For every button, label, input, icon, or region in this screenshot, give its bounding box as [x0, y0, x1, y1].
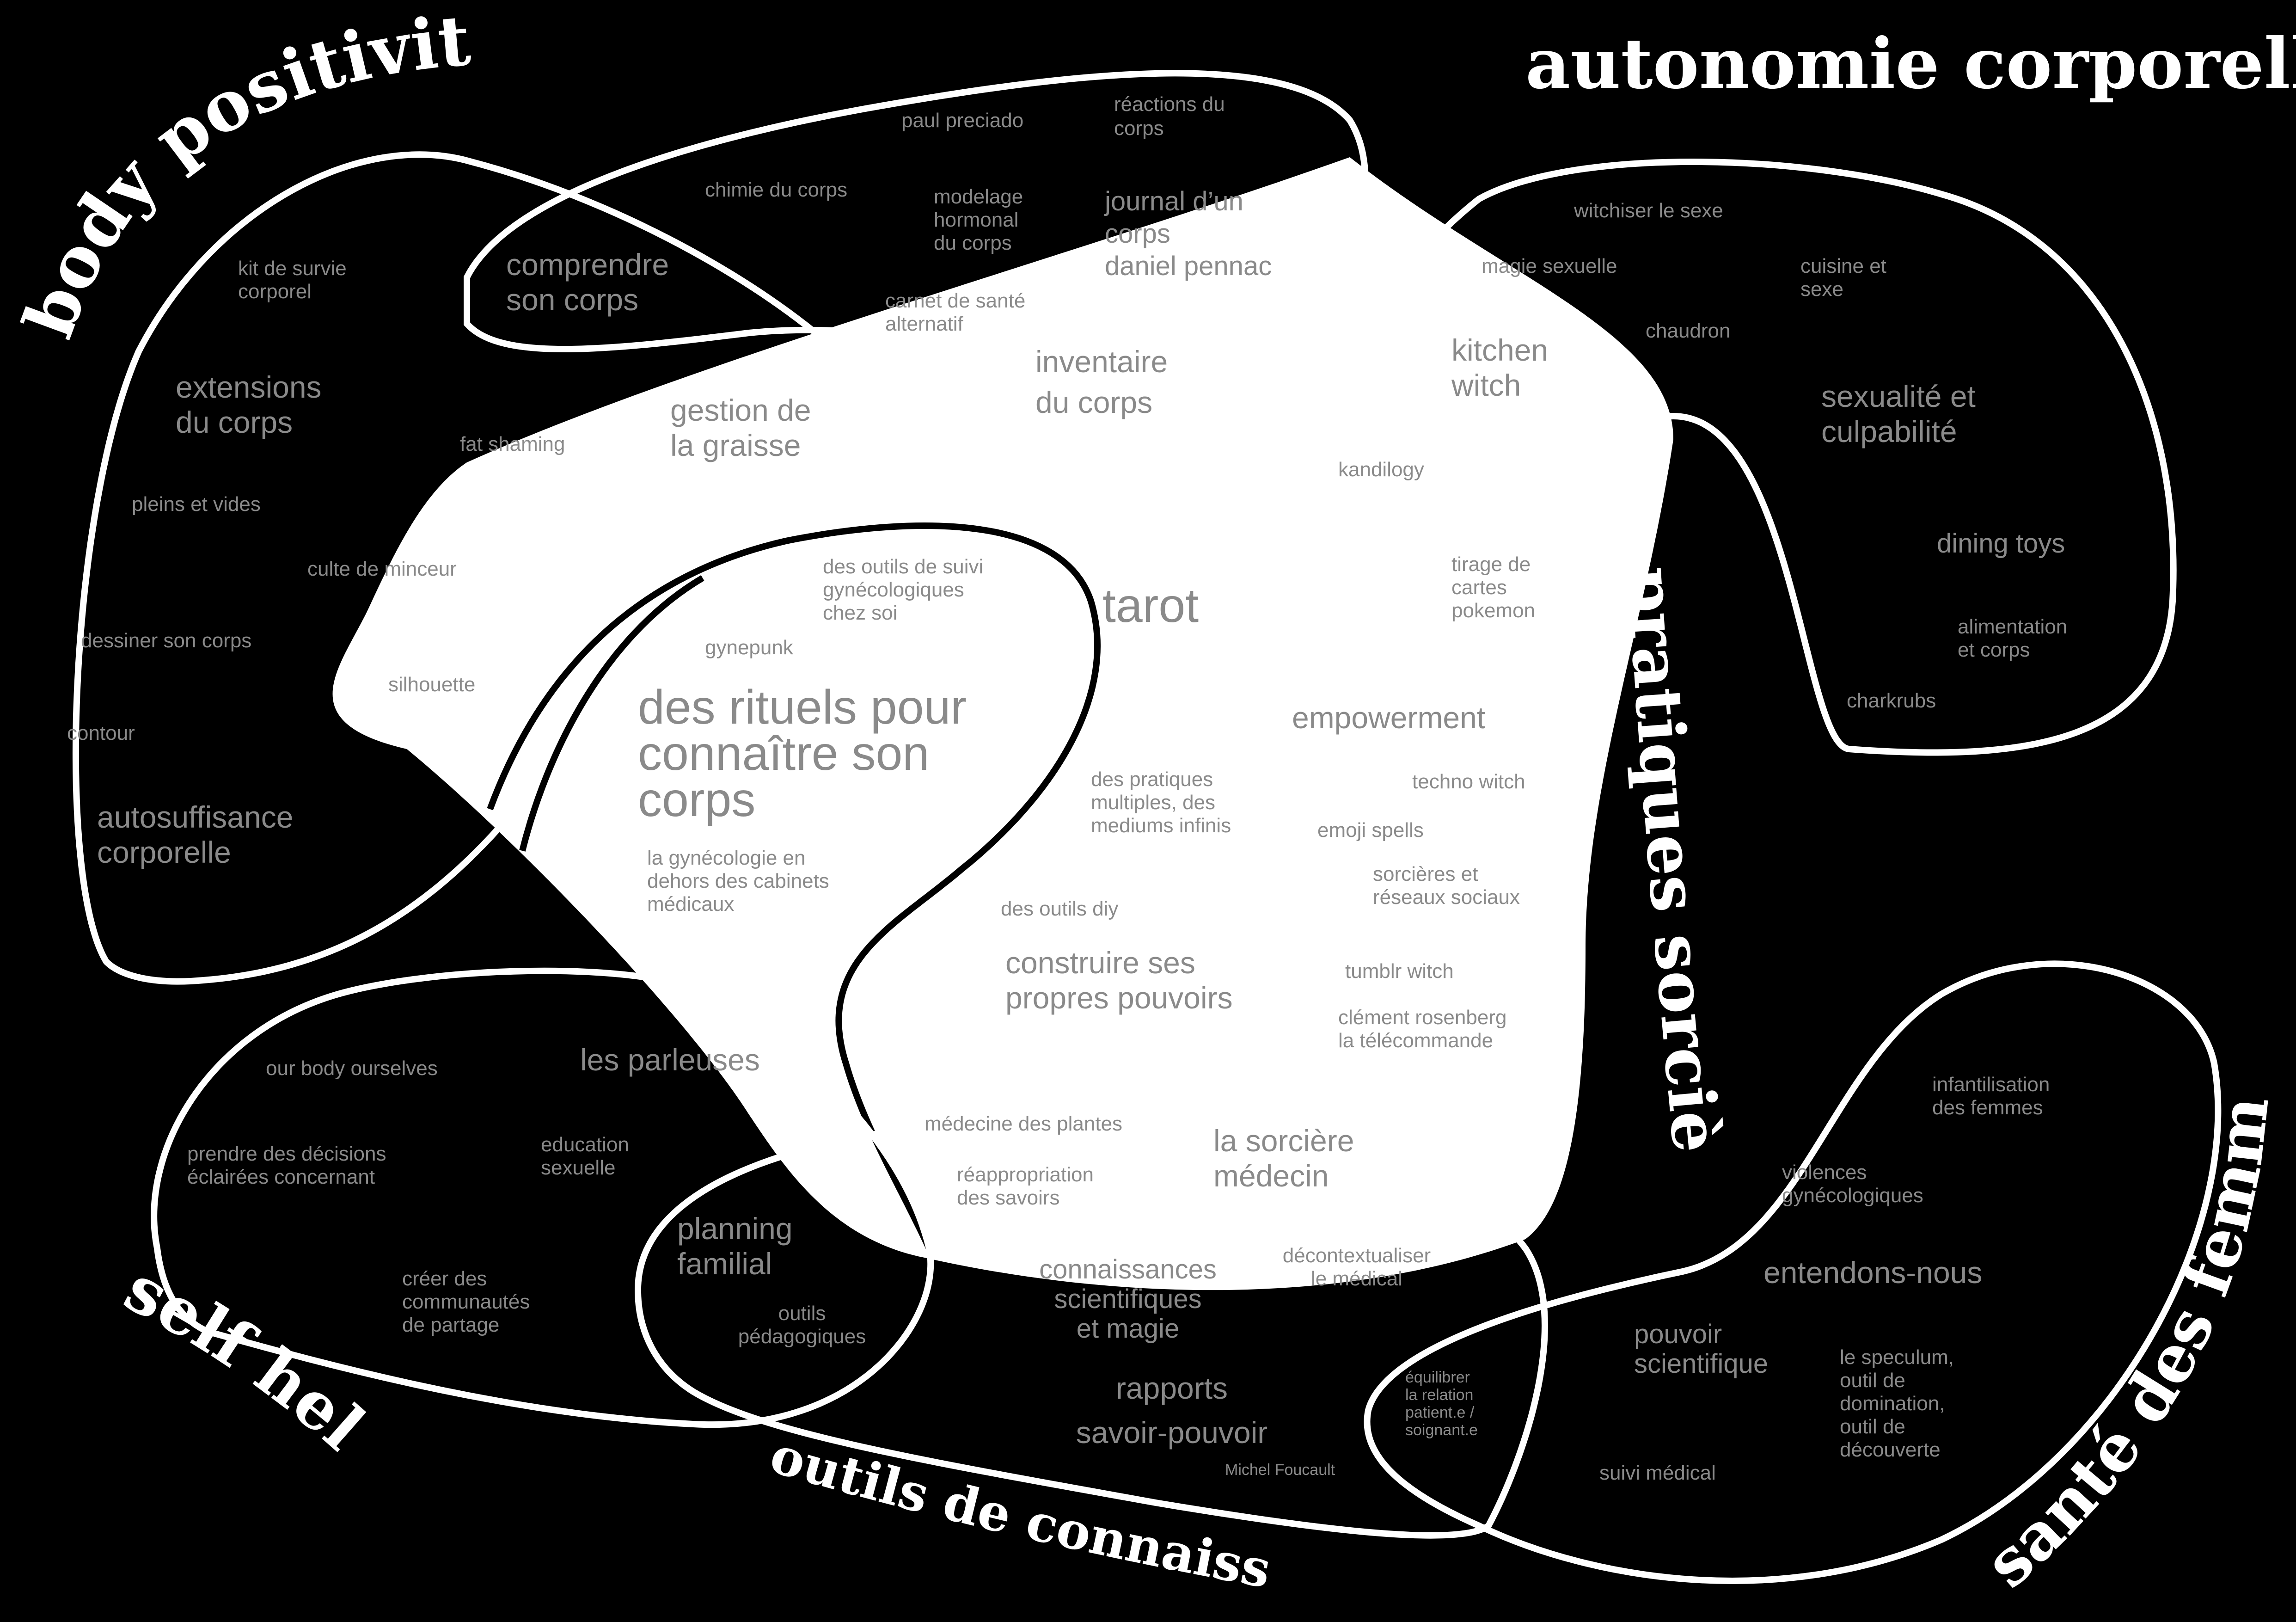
- term-pleins: pleins et vides: [132, 493, 261, 516]
- term-techno-witch: techno witch: [1412, 770, 1525, 793]
- sante-region: [1364, 960, 2222, 1584]
- term-gynepunk: gynepunk: [705, 636, 794, 659]
- term-dessiner: dessiner son corps: [81, 629, 251, 652]
- term-outils-diy: des outils diy: [1001, 897, 1118, 920]
- term-suivi-medical: suivi médical: [1599, 1462, 1716, 1484]
- term-kandilogy: kandilogy: [1338, 458, 1424, 481]
- term-magie-sexuelle: magie sexuelle: [1482, 255, 1617, 277]
- heading-body-positivity: body positivity: [0, 0, 473, 348]
- term-tumblr-witch: tumblr witch: [1345, 960, 1454, 983]
- term-paul-preciado: paul preciado: [901, 109, 1023, 132]
- pratiques-region: [1290, 159, 2177, 756]
- term-chimie: chimie du corps: [705, 178, 847, 201]
- outils-region: [634, 1114, 1548, 1539]
- term-charkrubs: charkrubs: [1847, 689, 1936, 712]
- term-tarot: tarot: [1102, 579, 1199, 633]
- term-silhouette: silhouette: [388, 673, 475, 696]
- central-region: [332, 157, 1673, 1290]
- term-witchiser: witchiser le sexe: [1574, 199, 1723, 222]
- term-emoji-spells: emoji spells: [1317, 819, 1424, 842]
- term-empowerment: empowerment: [1292, 700, 1485, 735]
- rituels-region: [487, 522, 1101, 1250]
- term-culte: culte de minceur: [307, 558, 457, 580]
- term-dining: dining toys: [1937, 528, 2065, 559]
- heading-autonomie-corporelle: autonomie corporelle: [1525, 23, 2296, 104]
- term-our-body: our body ourselves: [266, 1057, 438, 1080]
- self-help-region: [151, 967, 934, 1428]
- term-medecine-plantes: médecine des plantes: [925, 1112, 1122, 1135]
- body-positivity-region: [72, 151, 913, 985]
- term-chaudron: chaudron: [1646, 319, 1730, 342]
- term-parleuses: les parleuses: [580, 1043, 760, 1077]
- term-contour: contour: [67, 722, 135, 744]
- body-positivity-inner: [519, 575, 704, 852]
- comprendre-region: [464, 70, 1369, 492]
- term-foucault: Michel Foucault: [1225, 1461, 1335, 1479]
- term-fat-shaming: fat shaming: [460, 433, 565, 455]
- term-entendons-nous: entendons-nous: [1763, 1255, 1982, 1290]
